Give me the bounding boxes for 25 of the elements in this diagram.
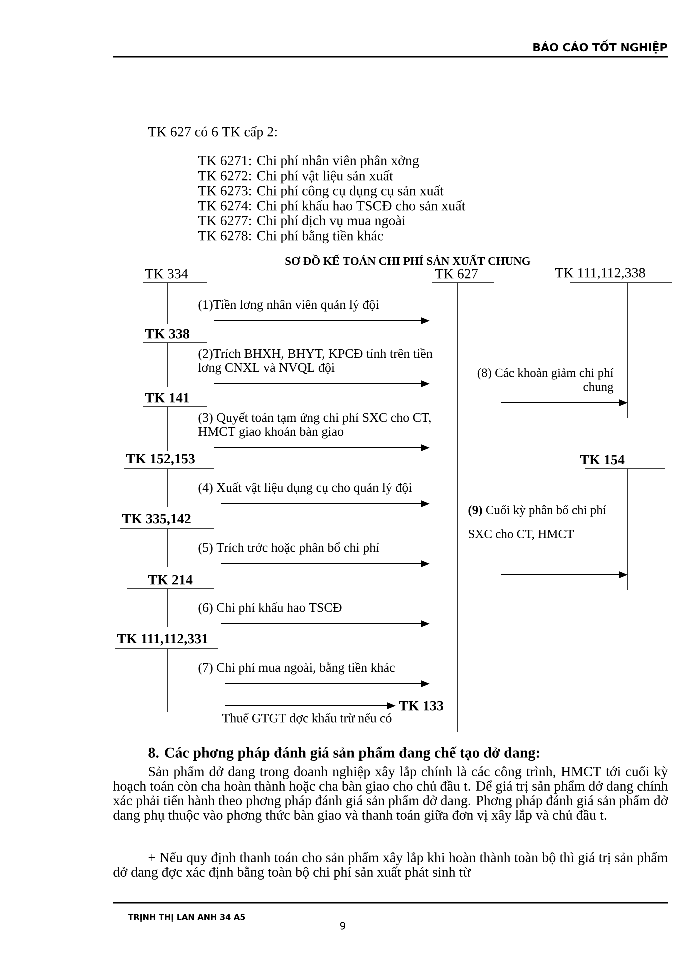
list-item: TK 6278: Chi phí bằng tiền khác (198, 230, 384, 244)
edge-label: (6) Chi phí khấu hao TSCĐ (198, 602, 342, 615)
list-item: TK 6272: Chi phí vật liệu sản xuất (198, 170, 394, 184)
edge-label: Thuế GTGT đợc khấu trừ nếu có (222, 713, 392, 725)
edge-label: (2)Trích BHXH, BHYT, KPCĐ tính trên tiền lơng CNXL và NVQL đội (198, 348, 433, 375)
list-item: TK 6277: Chi phí dịch vụ mua ngoài (198, 216, 406, 228)
edge-label: (7) Chi phí mua ngoài, bằng tiền khác (198, 662, 395, 675)
section-heading: 8. Các phơng pháp đánh giá sản phẩm đang chế tạo dở dang: (148, 746, 540, 762)
diagram-title: SƠ ĐỒ KẾ TOÁN CHI PHÍ SẢN XUẤT CHUNG (286, 254, 531, 266)
account-label: TK 133 (399, 701, 444, 711)
paragraph: + Nếu quy định thanh toán cho sản phẩm xây lắp khi hoàn thành toàn bộ thì giá trị sản phẩm dở dang đợc xác định bằng toàn bộ chi phí sản xuất phát sinh từ (114, 852, 668, 880)
edge-label: (3) Quyết toán tạm ứng chi phí SXC cho CT, HMCT giao khoán bàn giao (198, 412, 431, 439)
edge-label: (4) Xuất vật liệu dụng cụ cho quản lý đội (198, 482, 412, 495)
edge-label: (9) Cuối kỳ phân bổ chi phí SXC cho CT, HMCT (468, 505, 606, 540)
edge-label: (1)Tiền lơng nhân viên quản lý đội (198, 300, 380, 312)
edge-label: (8) Các khoản giảm chi phí chung (478, 368, 614, 394)
page-number: 9 (340, 922, 346, 930)
paragraph: Sản phẩm dở dang trong doanh nghiệp xây lắp chính là các công trình, HMCT tới cuối kỳ hoạch toán còn cha hoàn thành hoặc cha bàn giao cho chủ đầu t. Để giá trị sản phẩm dở dang chính xác phải tiến hành theo phơng pháp đánh giá sản phẩm dở dang. Phơng pháp đánh giá sản phẩm dở dang phụ thuộc vào phơng thức bàn giao và thanh toán giữa đơn vị xây lắp và chủ đầu t. (113, 766, 668, 823)
intro-text: TK 627 có 6 TK cấp 2: (148, 126, 277, 140)
edge-label: (5) Trích trớc hoặc phân bổ chi phí (198, 542, 380, 555)
header-text: BÁO CÁO TỐT NGHIỆP (534, 40, 668, 54)
list-item: TK 6273: Chi phí công cụ dụng cụ sản xuất (198, 185, 444, 199)
footer-text: TRỊNH THỊ LAN ANH 34 A5 (128, 914, 246, 922)
list-item: TK 6274: Chi phí khấu hao TSCĐ cho sản xuất (198, 200, 466, 214)
list-item: TK 6271: Chi phí nhân viên phân xởng (198, 156, 420, 168)
